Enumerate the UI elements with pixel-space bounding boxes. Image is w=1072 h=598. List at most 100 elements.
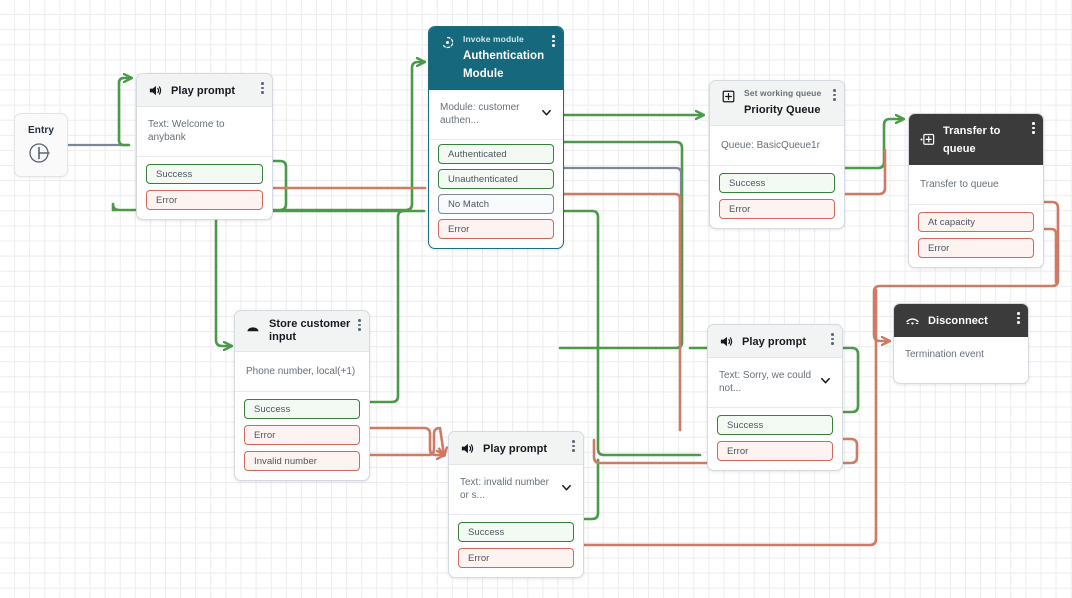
node-body-text: Text: Welcome to anybank	[148, 119, 225, 143]
queue-icon	[720, 88, 736, 104]
node-ports: Success Error	[449, 515, 583, 577]
node-title: Disconnect	[928, 315, 988, 327]
node-subtitle: Invoke module	[463, 34, 524, 44]
node-menu-icon[interactable]	[1032, 122, 1035, 134]
port-success[interactable]: Success	[458, 522, 574, 542]
module-icon	[439, 34, 455, 50]
port-no-match[interactable]: No Match	[438, 194, 554, 214]
wire-entry-riser	[117, 78, 131, 147]
node-body-text: Termination event	[905, 349, 984, 360]
node-ports: Authenticated Unauthenticated No Match E…	[429, 140, 563, 248]
speaker-icon	[718, 333, 734, 349]
node-authentication-module[interactable]: Invoke module Authentication Module Modu…	[428, 26, 564, 249]
node-store-customer-input[interactable]: Store customer input Phone number, local…	[234, 310, 370, 481]
node-menu-icon[interactable]	[831, 333, 834, 345]
port-error[interactable]: Error	[719, 199, 835, 219]
wire-store-success	[368, 209, 406, 404]
node-title: Transfer to queue	[943, 125, 1001, 155]
node-title: Play prompt	[171, 85, 236, 97]
node-menu-icon[interactable]	[1017, 312, 1020, 324]
port-error[interactable]: Error	[717, 441, 833, 461]
node-header[interactable]: Set working queue Priority Queue	[710, 81, 844, 126]
wire-auth-bus-right	[562, 209, 702, 457]
port-success[interactable]: Success	[146, 164, 263, 184]
disconnect-icon	[904, 312, 920, 328]
port-error[interactable]: Error	[146, 190, 263, 210]
node-play-prompt-invalid[interactable]: Play prompt Text: invalid number or s...…	[448, 431, 584, 578]
node-body[interactable]: Text: invalid number or s...	[449, 465, 583, 515]
node-disconnect[interactable]: Disconnect Termination event	[893, 303, 1029, 384]
wire-auth-error	[562, 192, 682, 432]
node-menu-icon[interactable]	[552, 35, 555, 47]
wire-store-error	[368, 426, 444, 455]
port-at-capacity[interactable]: At capacity	[918, 212, 1034, 232]
node-title: Play prompt	[483, 443, 548, 455]
entry-point-icon	[29, 142, 50, 163]
port-success[interactable]: Success	[244, 399, 360, 419]
port-error[interactable]: Error	[458, 548, 574, 568]
node-title: Authentication Module	[463, 50, 545, 80]
node-body: Text: Welcome to anybank	[137, 107, 272, 157]
entry-label: Entry	[27, 124, 55, 136]
wire-sorry-error	[592, 437, 859, 465]
port-authenticated[interactable]: Authenticated	[438, 144, 554, 164]
wire-queue-error	[843, 148, 887, 196]
port-error[interactable]: Error	[438, 219, 554, 239]
node-header[interactable]: Play prompt	[449, 432, 583, 465]
wire-invalid-error	[582, 288, 878, 547]
node-title: Play prompt	[742, 336, 807, 348]
wire-invalid-success	[582, 458, 600, 521]
wire-transfer-error	[1041, 227, 1058, 284]
chevron-down-icon[interactable]	[541, 107, 552, 121]
node-menu-icon[interactable]	[572, 440, 575, 452]
node-body: Queue: BasicQueue1r	[710, 126, 844, 166]
node-ports: At capacity Error	[909, 205, 1043, 267]
node-body-text: Module: customer authen...	[440, 102, 520, 126]
port-error[interactable]: Error	[244, 425, 360, 445]
node-play-prompt-sorry[interactable]: Play prompt Text: Sorry, we could not...…	[707, 324, 843, 471]
node-priority-queue[interactable]: Set working queue Priority Queue Queue: …	[709, 80, 845, 229]
port-success[interactable]: Success	[717, 415, 833, 435]
node-subtitle: Set working queue	[744, 88, 822, 98]
node-play-prompt-welcome[interactable]: Play prompt Text: Welcome to anybank Suc…	[136, 73, 273, 220]
node-body: Termination event	[894, 337, 1028, 383]
wire-auth-unauthenticated	[558, 140, 684, 350]
port-error[interactable]: Error	[918, 238, 1034, 258]
node-ports: Success Error	[137, 157, 272, 219]
node-menu-icon[interactable]	[261, 82, 264, 94]
wire-transfer-atcapacity	[872, 200, 1060, 341]
node-header[interactable]: Disconnect	[894, 304, 1028, 337]
node-title: Priority Queue	[744, 104, 821, 116]
node-body-text: Transfer to queue	[920, 178, 999, 190]
port-unauthenticated[interactable]: Unauthenticated	[438, 169, 554, 189]
node-header[interactable]: Invoke module Authentication Module	[429, 27, 563, 90]
keypad-icon	[245, 321, 261, 337]
port-invalid-number[interactable]: Invalid number	[244, 451, 360, 471]
wire-store-invalid	[368, 426, 444, 455]
node-body-text: Queue: BasicQueue1r	[721, 139, 820, 151]
port-success[interactable]: Success	[719, 173, 835, 193]
node-header[interactable]: Transfer to queue	[909, 114, 1043, 165]
node-body[interactable]: Text: Sorry, we could not...	[708, 358, 842, 408]
node-header[interactable]: Play prompt	[708, 325, 842, 358]
node-header[interactable]: Play prompt	[137, 74, 272, 107]
speaker-icon	[147, 82, 163, 98]
wire-auth-nomatch	[562, 166, 683, 212]
node-body: Phone number, local(+1)	[235, 352, 369, 392]
chevron-down-icon[interactable]	[820, 375, 831, 389]
entry-node[interactable]: Entry	[14, 113, 68, 177]
node-header[interactable]: Store customer input	[235, 311, 369, 352]
node-menu-icon[interactable]	[833, 89, 836, 101]
node-transfer-to-queue[interactable]: Transfer to queue Transfer to queue At c…	[908, 113, 1044, 268]
wire-queue-success	[843, 119, 903, 170]
speaker-icon	[459, 440, 475, 456]
node-body-text: Text: invalid number or s...	[460, 477, 549, 501]
node-body[interactable]: Module: customer authen...	[429, 90, 563, 140]
chevron-down-icon[interactable]	[561, 482, 572, 496]
node-menu-icon[interactable]	[358, 319, 361, 331]
wire-welcome-success	[111, 62, 424, 212]
node-body-text: Phone number, local(+1)	[246, 365, 356, 377]
node-ports: Success Error	[710, 166, 844, 228]
